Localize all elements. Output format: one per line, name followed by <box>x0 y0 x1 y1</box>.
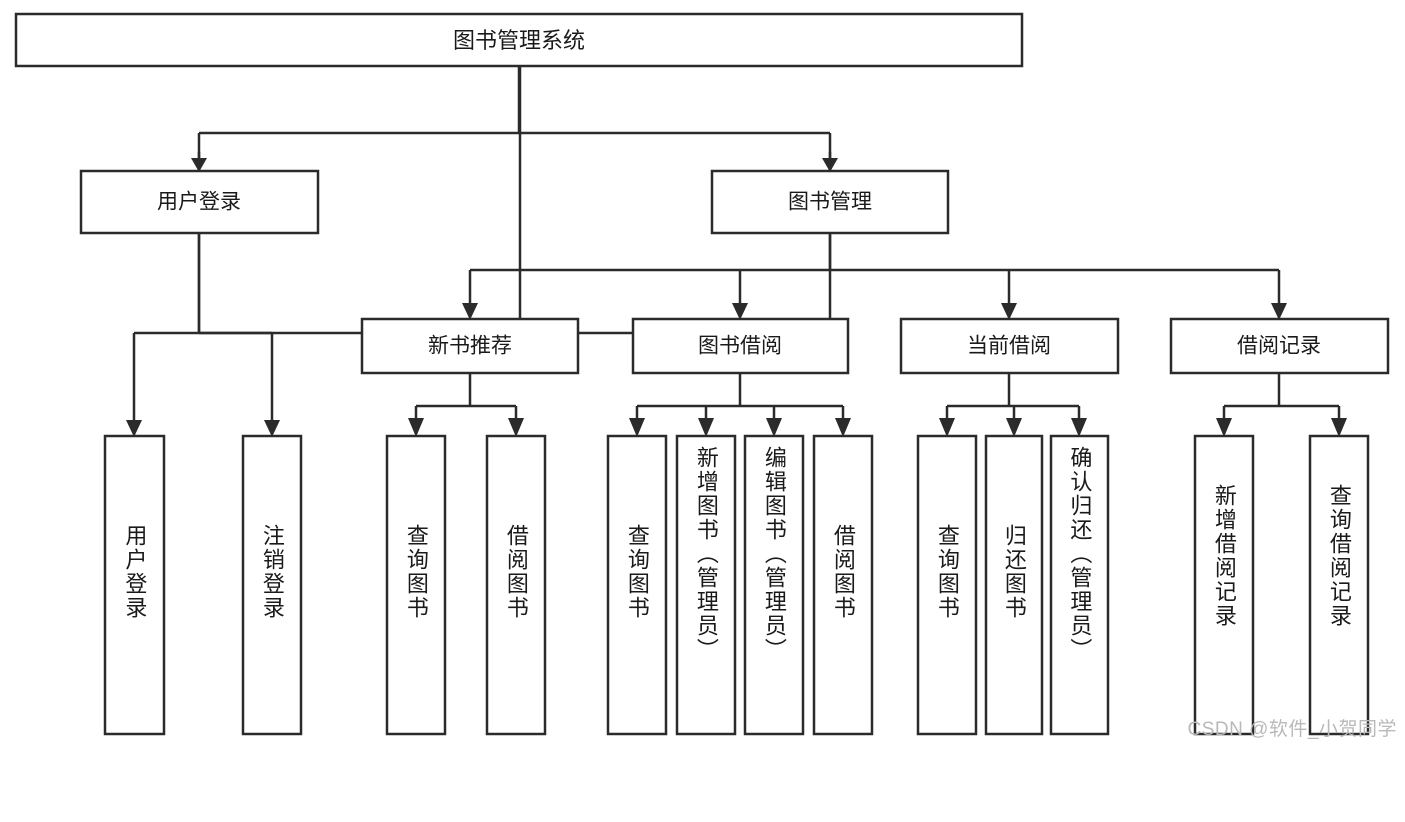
connector-book-management-branch <box>462 233 1287 320</box>
node-leaf-logout-login-box[interactable] <box>241 434 303 736</box>
arrow-to-leaf-query-record <box>1331 418 1347 437</box>
node-current-borrow[interactable]: 当前借阅 <box>899 317 1120 375</box>
node-book-borrow-label: 图书借阅 <box>698 335 782 358</box>
arrow-to-leaf-edit-book <box>766 418 782 437</box>
arrow-to-leaf-confirm-return <box>1071 418 1087 437</box>
node-leaf-query-record-box[interactable] <box>1308 434 1370 736</box>
node-current-borrow-box[interactable] <box>899 317 1120 375</box>
node-user-login[interactable]: 用户登录 <box>79 169 320 235</box>
arrow-to-leaf-query-book-3 <box>939 418 955 437</box>
node-book-management[interactable]: 图书管理 <box>710 169 950 235</box>
node-leaf-user-login-box[interactable] <box>103 434 166 736</box>
diagram-svg: 图书管理系统 用户登录 图书管理 新书推荐 图书借阅 当前借阅 借阅记录 <box>14 12 1390 736</box>
arrow-to-leaf-add-record <box>1216 418 1232 437</box>
node-new-book-recommend[interactable]: 新书推荐 <box>360 317 580 375</box>
connector-root-branch <box>191 66 838 172</box>
arrow-to-leaf-query-book-2 <box>629 418 645 437</box>
node-book-management-label: 图书管理 <box>788 191 872 214</box>
arrow-to-leaf-query-book-1 <box>408 418 424 437</box>
arrow-to-current-borrow <box>1001 303 1017 320</box>
arrow-to-leaf-borrow-book-2 <box>835 418 851 437</box>
node-book-borrow-box[interactable] <box>631 317 850 375</box>
arrow-to-leaf-add-book <box>698 418 714 437</box>
diagram-canvas: 图书管理系统 用户登录 图书管理 新书推荐 图书借阅 当前借阅 借阅记录 <box>14 12 1397 740</box>
arrow-to-leaf-borrow-book-1 <box>508 418 524 437</box>
connector-book-borrow-branch <box>629 373 851 437</box>
node-leaf-borrow-book-1-box[interactable] <box>485 434 547 736</box>
node-leaf-edit-book-box[interactable] <box>743 434 805 736</box>
node-borrow-record-box[interactable] <box>1169 317 1390 375</box>
arrow-to-leaf-return-book <box>1006 418 1022 437</box>
node-leaf-query-book-3-box[interactable] <box>916 434 978 736</box>
node-new-book-recommend-box[interactable] <box>360 317 580 375</box>
connector-new-book-recommend-branch <box>408 373 524 437</box>
node-root[interactable]: 图书管理系统 <box>14 12 1024 68</box>
node-leaf-query-book-1-box[interactable] <box>385 434 447 736</box>
node-leaf-return-book-box[interactable] <box>984 434 1044 736</box>
node-new-book-recommend-label: 新书推荐 <box>428 335 512 358</box>
node-leaf-borrow-book-2-box[interactable] <box>812 434 874 736</box>
node-user-login-label: 用户登录 <box>157 191 241 214</box>
node-leaf-confirm-return-box[interactable] <box>1049 434 1110 736</box>
arrow-to-book-borrow <box>732 303 748 320</box>
node-leaf-add-book-box[interactable] <box>675 434 737 736</box>
node-leaf-query-book-2-box[interactable] <box>606 434 668 736</box>
node-leaf-add-record-box[interactable] <box>1193 434 1255 736</box>
node-borrow-record-label: 借阅记录 <box>1237 335 1321 358</box>
leaf-boxes <box>103 434 1370 736</box>
arrow-to-borrow-record <box>1271 303 1287 320</box>
node-current-borrow-label: 当前借阅 <box>967 335 1051 358</box>
arrow-to-leaf-logout-login <box>264 420 280 437</box>
arrow-to-book-management <box>822 158 838 172</box>
connector-user-login-branch <box>126 233 280 437</box>
arrow-to-leaf-user-login <box>126 420 142 437</box>
node-root-box[interactable] <box>14 12 1024 68</box>
watermark-text: CSDN @软件_小贺同学 <box>1187 719 1397 740</box>
node-book-borrow[interactable]: 图书借阅 <box>631 317 850 375</box>
arrow-to-new-book-recommend <box>462 303 478 320</box>
connector-borrow-record-branch <box>1216 373 1347 437</box>
connector-current-borrow-branch <box>939 373 1087 437</box>
arrow-to-user-login <box>191 158 207 172</box>
node-root-label: 图书管理系统 <box>453 28 585 53</box>
node-borrow-record[interactable]: 借阅记录 <box>1169 317 1390 375</box>
